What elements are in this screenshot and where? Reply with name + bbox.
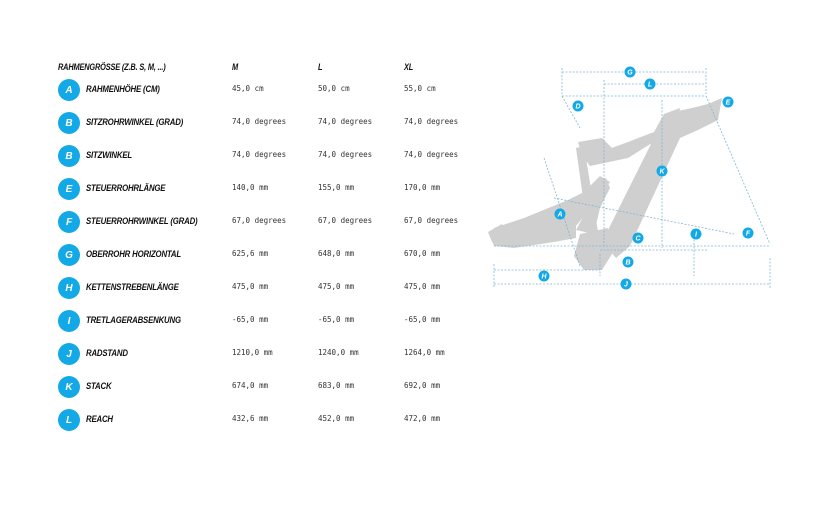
marker-e: E bbox=[722, 96, 734, 108]
svg-text:K: K bbox=[659, 169, 665, 176]
row-label: STEUERROHRWINKEL (GRAD) bbox=[86, 216, 198, 227]
value-xl: 55,0 cm bbox=[404, 84, 436, 93]
table-row: K STACK 674,0 mm 683,0 mm 692,0 mm bbox=[58, 375, 498, 408]
row-key-badge: B bbox=[58, 145, 80, 167]
value-l: 683,0 mm bbox=[318, 381, 355, 390]
dimension-markers: G L D E K A C I F B H J bbox=[538, 66, 754, 290]
svg-text:D: D bbox=[575, 104, 580, 111]
table-header: RAHMENGRÖSSE (Z.B. S, M, ...) M L XL bbox=[58, 58, 498, 78]
marker-f: F bbox=[742, 227, 754, 239]
svg-text:A: A bbox=[556, 212, 562, 219]
marker-h: H bbox=[538, 270, 550, 282]
marker-j: J bbox=[620, 278, 632, 290]
value-m: 674,0 mm bbox=[232, 381, 269, 390]
value-xl: 472,0 mm bbox=[404, 414, 441, 423]
table-row: I TRETLAGERABSENKUNG -65,0 mm -65,0 mm -65,0… bbox=[58, 309, 498, 342]
table-row: G OBERROHR HORIZONTAL 625,6 mm 648,0 mm 670,… bbox=[58, 243, 498, 276]
marker-k: K bbox=[656, 165, 668, 177]
value-l: 50,0 cm bbox=[318, 84, 350, 93]
value-l: 67,0 degrees bbox=[318, 216, 373, 225]
size-xl-header: XL bbox=[404, 62, 414, 72]
row-label: KETTENSTREBENLÄNGE bbox=[86, 282, 179, 293]
marker-c: C bbox=[632, 232, 644, 244]
value-m: 45,0 cm bbox=[232, 84, 264, 93]
value-m: 140,0 mm bbox=[232, 183, 269, 192]
table-row: E STEUERROHRLÄNGE 140,0 mm 155,0 mm 170,0 mm bbox=[58, 177, 498, 210]
bike-frame bbox=[488, 98, 722, 270]
value-xl: 1264,0 mm bbox=[404, 348, 445, 357]
row-key-badge: L bbox=[58, 409, 80, 431]
marker-l: L bbox=[644, 78, 656, 90]
table-row: A RAHMENHÖHE (CM) 45,0 cm 50,0 cm 55,0 cm bbox=[58, 78, 498, 111]
value-xl: 475,0 mm bbox=[404, 282, 441, 291]
value-l: 74,0 degrees bbox=[318, 150, 373, 159]
frame-size-header: RAHMENGRÖSSE (Z.B. S, M, ...) bbox=[58, 62, 166, 72]
svg-text:F: F bbox=[746, 231, 751, 238]
row-key-badge: E bbox=[58, 178, 80, 200]
table-row: J RADSTAND 1210,0 mm 1240,0 mm 1264,0 mm bbox=[58, 342, 498, 375]
marker-a: A bbox=[554, 208, 566, 220]
row-label: STEUERROHRLÄNGE bbox=[86, 183, 166, 194]
row-key-badge: H bbox=[58, 277, 80, 299]
marker-i: I bbox=[690, 228, 702, 240]
row-label: SITZWINKEL bbox=[86, 150, 132, 161]
svg-text:L: L bbox=[648, 82, 652, 89]
value-xl: 67,0 degrees bbox=[404, 216, 459, 225]
svg-text:I: I bbox=[695, 232, 698, 239]
value-l: 452,0 mm bbox=[318, 414, 355, 423]
value-l: 475,0 mm bbox=[318, 282, 355, 291]
row-key-badge: I bbox=[58, 310, 80, 332]
table-row: H KETTENSTREBENLÄNGE 475,0 mm 475,0 mm 475,0… bbox=[58, 276, 498, 309]
svg-text:H: H bbox=[541, 274, 547, 281]
row-key-badge: G bbox=[58, 244, 80, 266]
value-m: 432,6 mm bbox=[232, 414, 269, 423]
value-m: 625,6 mm bbox=[232, 249, 269, 258]
size-l-header: L bbox=[318, 62, 323, 72]
table-row: L REACH 432,6 mm 452,0 mm 472,0 mm bbox=[58, 408, 498, 441]
table-row: F STEUERROHRWINKEL (GRAD) 67,0 degrees 67,0… bbox=[58, 210, 498, 243]
row-label: RADSTAND bbox=[86, 348, 128, 359]
svg-text:J: J bbox=[624, 282, 629, 289]
value-m: 74,0 degrees bbox=[232, 150, 287, 159]
value-l: 74,0 degrees bbox=[318, 117, 373, 126]
value-xl: 670,0 mm bbox=[404, 249, 441, 258]
value-xl: 692,0 mm bbox=[404, 381, 441, 390]
table-row: B SITZROHRWINKEL (GRAD) 74,0 degrees 74,0 d… bbox=[58, 111, 498, 144]
value-l: -65,0 mm bbox=[318, 315, 355, 324]
value-xl: 74,0 degrees bbox=[404, 150, 459, 159]
svg-text:E: E bbox=[726, 100, 731, 107]
size-m-header: M bbox=[232, 62, 238, 72]
row-key-badge: F bbox=[58, 211, 80, 233]
value-m: 1210,0 mm bbox=[232, 348, 273, 357]
row-label: RAHMENHÖHE (CM) bbox=[86, 84, 160, 95]
marker-g: G bbox=[624, 66, 636, 78]
value-l: 155,0 mm bbox=[318, 183, 355, 192]
value-m: 74,0 degrees bbox=[232, 117, 287, 126]
row-label: REACH bbox=[86, 414, 113, 425]
value-xl: 74,0 degrees bbox=[404, 117, 459, 126]
table-row: B SITZWINKEL 74,0 degrees 74,0 degrees 74,0 … bbox=[58, 144, 498, 177]
value-m: -65,0 mm bbox=[232, 315, 269, 324]
row-key-badge: A bbox=[58, 79, 80, 101]
value-m: 67,0 degrees bbox=[232, 216, 287, 225]
marker-b: B bbox=[622, 256, 634, 268]
svg-text:C: C bbox=[635, 236, 641, 243]
row-label: SITZROHRWINKEL (GRAD) bbox=[86, 117, 184, 128]
row-label: TRETLAGERABSENKUNG bbox=[86, 315, 181, 326]
value-xl: 170,0 mm bbox=[404, 183, 441, 192]
row-key-badge: K bbox=[58, 376, 80, 398]
marker-d: D bbox=[572, 100, 584, 112]
row-label: STACK bbox=[86, 381, 112, 392]
row-label: OBERROHR HORIZONTAL bbox=[86, 249, 181, 260]
value-l: 648,0 mm bbox=[318, 249, 355, 258]
row-key-badge: B bbox=[58, 112, 80, 134]
row-key-badge: J bbox=[58, 343, 80, 365]
svg-text:B: B bbox=[625, 260, 630, 267]
svg-text:G: G bbox=[627, 70, 633, 77]
value-l: 1240,0 mm bbox=[318, 348, 359, 357]
value-m: 475,0 mm bbox=[232, 282, 269, 291]
bike-geometry-diagram: G L D E K A C I F B H J bbox=[488, 66, 771, 290]
value-xl: -65,0 mm bbox=[404, 315, 441, 324]
